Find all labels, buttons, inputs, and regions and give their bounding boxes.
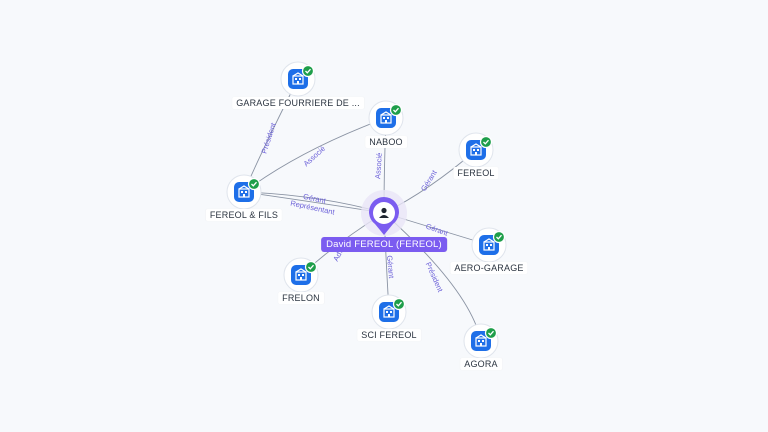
edge-label: Gérant — [385, 255, 396, 280]
building-icon — [295, 268, 307, 281]
company-node-naboo[interactable] — [368, 100, 404, 136]
check-icon — [389, 103, 403, 117]
building-icon — [475, 334, 487, 347]
company-label-agora[interactable]: AGORA — [460, 358, 502, 370]
company-label-naboo[interactable]: NABOO — [365, 136, 407, 148]
company-label-fereol[interactable]: FEREOL — [453, 167, 499, 179]
company-label-garage[interactable]: GARAGE FOURRIERE DE ... — [232, 97, 364, 109]
nodes-layer — [226, 61, 507, 359]
check-icon — [247, 177, 261, 191]
company-node-frelon[interactable] — [283, 257, 319, 293]
check-icon — [301, 64, 315, 78]
company-node-aero[interactable] — [471, 227, 507, 263]
edge-label: Président — [259, 121, 278, 155]
building-icon — [483, 238, 495, 251]
edge-label: Gérant — [419, 168, 439, 193]
center-person-node[interactable] — [361, 190, 407, 236]
company-node-agora[interactable] — [463, 323, 499, 359]
company-node-fereol[interactable] — [458, 132, 494, 168]
check-icon — [304, 260, 318, 274]
company-label-sci-fereol[interactable]: SCI FEREOL — [357, 329, 421, 341]
center-node-label[interactable]: David FEREOL (FEREOL) — [321, 237, 447, 252]
building-icon — [292, 72, 304, 85]
building-icon — [383, 305, 395, 318]
edge-label: Associé — [373, 152, 384, 179]
company-label-aero-garage[interactable]: AERO-GARAGE — [450, 262, 528, 274]
edge-label: Gérant — [425, 221, 450, 238]
check-icon — [479, 135, 493, 149]
edge-label: Associé — [302, 144, 328, 168]
building-icon — [380, 111, 392, 124]
check-icon — [484, 326, 498, 340]
building-icon — [238, 185, 250, 198]
check-icon — [392, 297, 406, 311]
company-label-fereol-fils[interactable]: FEREOL & FILS — [205, 209, 283, 221]
edge-label: Président — [424, 261, 445, 294]
building-icon — [470, 143, 482, 156]
company-node-garage[interactable] — [280, 61, 316, 97]
check-icon — [492, 230, 506, 244]
company-node-sci[interactable] — [371, 294, 407, 330]
company-label-frelon[interactable]: FRELON — [278, 292, 324, 304]
person-icon — [379, 207, 389, 218]
company-node-fereol_fils[interactable] — [226, 174, 262, 210]
